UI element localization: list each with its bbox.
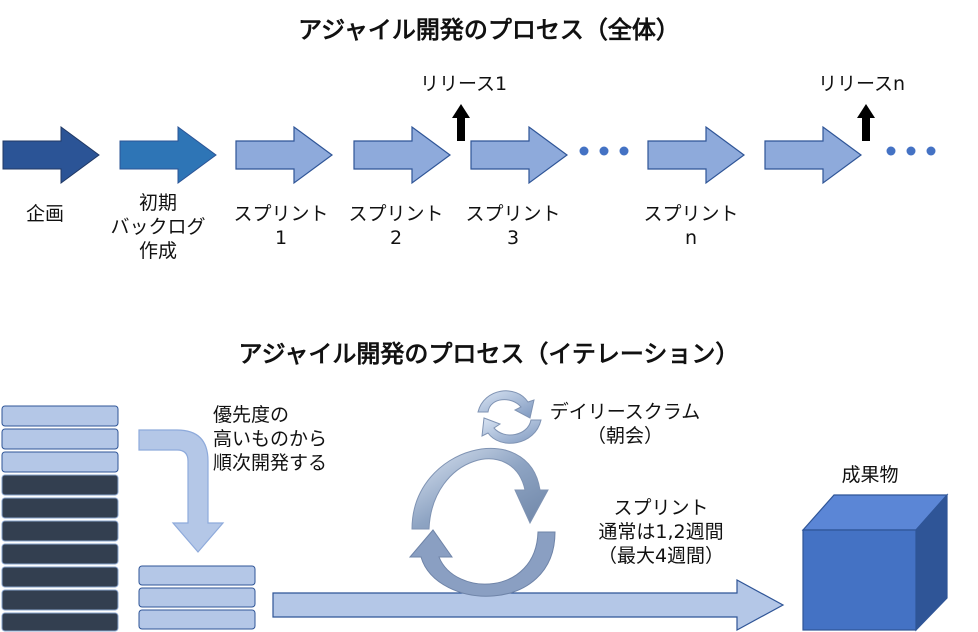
top-title: アジャイル開発のプロセス（全体） <box>298 16 680 44</box>
sprint-cycle-icon <box>408 447 556 597</box>
cube-front-face <box>802 529 917 631</box>
stage-label-sprint-1: スプリント 1 <box>233 203 329 250</box>
sprint-2-arrow <box>353 125 452 185</box>
release-n-up-arrow-icon <box>857 104 875 141</box>
product-label: 成果物 <box>841 464 899 486</box>
stage-label-initial-backlog: 初期 バックログ 作成 <box>110 192 206 263</box>
sprint-backlog-stack <box>138 565 256 630</box>
sprint-item <box>138 565 256 586</box>
backlog-item <box>1 405 119 427</box>
bottom-title: アジャイル開発のプロセス（イテレーション） <box>238 340 740 368</box>
release-1-up-arrow-icon <box>452 104 470 141</box>
release-1-label: リリース1 <box>420 73 508 95</box>
sprint-3-arrow <box>470 125 569 185</box>
ellipsis-dot <box>599 146 609 156</box>
planning-arrow <box>2 126 100 184</box>
deliverable-cube <box>801 493 949 632</box>
sprint-note: スプリント 通常は1,2週間 （最大4週間） <box>597 497 725 568</box>
ellipsis-dot <box>619 146 629 156</box>
flow-arrow <box>272 578 785 632</box>
sprint-final-arrow <box>764 125 863 185</box>
daily-cycle-upper-arc <box>477 390 535 419</box>
stage-label-sprint-n: スプリント n <box>643 203 739 250</box>
bent-down-arrow <box>138 429 225 553</box>
ellipsis-dots <box>579 146 936 156</box>
backlog-item <box>1 428 119 450</box>
daily-scrum-cycle-icon <box>477 390 542 444</box>
backlog-item <box>1 612 119 632</box>
release-n-label: リリースn <box>818 73 906 95</box>
sprint-cycle-lower-arc <box>408 529 556 597</box>
stage-label-sprint-3: スプリント 3 <box>465 203 561 250</box>
ellipsis-dot <box>926 146 936 156</box>
backlog-item <box>1 451 119 473</box>
stage-label-planning: 企画 <box>25 203 64 225</box>
process-arrows <box>2 125 863 185</box>
initial-backlog-arrow <box>119 126 217 184</box>
daily-cycle-lower-arc <box>481 417 542 444</box>
backlog-item <box>1 520 119 542</box>
sprint-n-arrow <box>647 125 746 185</box>
backlog-stack <box>1 405 119 632</box>
backlog-item <box>1 566 119 588</box>
daily-scrum-label: デイリースクラム （朝会） <box>549 401 701 448</box>
ellipsis-dot <box>906 146 916 156</box>
backlog-item <box>1 497 119 519</box>
sprint-item <box>138 587 256 608</box>
ellipsis-dot <box>579 146 589 156</box>
sprint-item <box>138 609 256 630</box>
backlog-item <box>1 543 119 565</box>
ellipsis-dot <box>886 146 896 156</box>
backlog-note: 優先度の 高いものから 順次開発する <box>213 404 328 475</box>
backlog-item <box>1 589 119 611</box>
backlog-item <box>1 474 119 496</box>
stage-label-sprint-2: スプリント 2 <box>348 203 444 250</box>
sprint-1-arrow <box>235 125 334 185</box>
sprint-cycle-upper-arc <box>411 447 549 530</box>
